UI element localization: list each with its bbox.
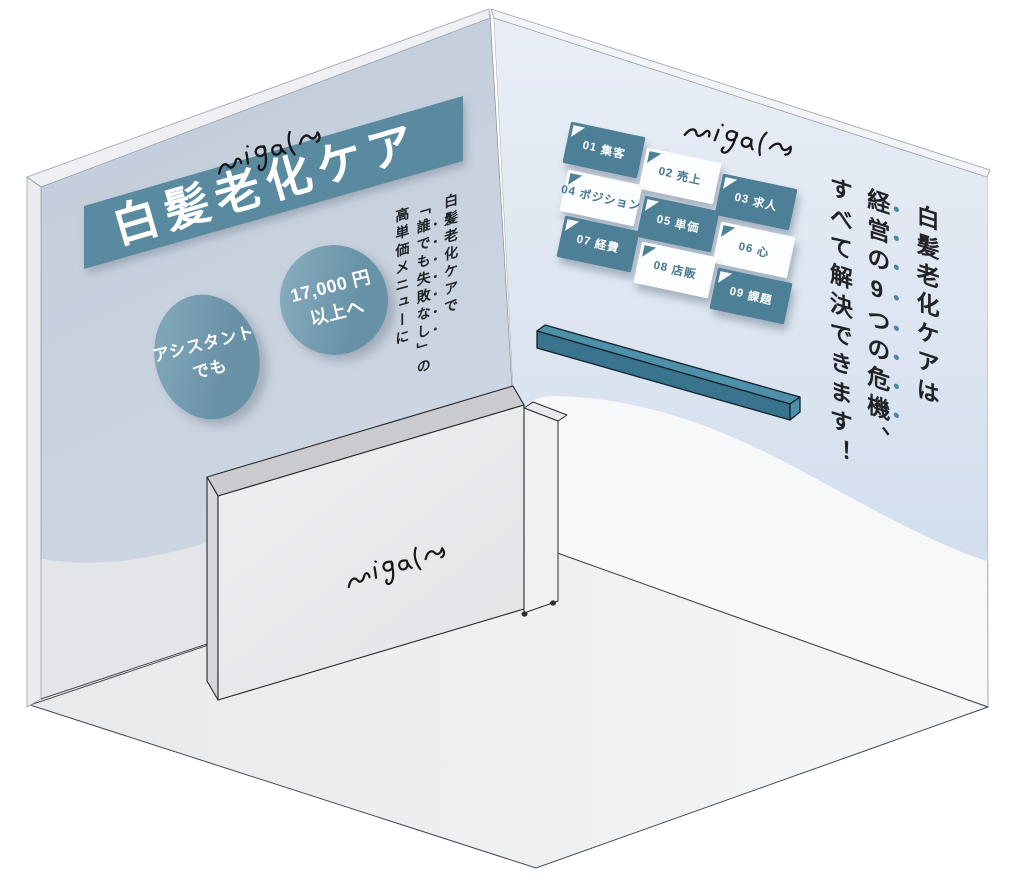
- caption-column: 白髪老化ケアは: [913, 200, 940, 413]
- left-wall-caption: 白髪老化ケアで 「誰でも失敗なし」の 高単価メニューに: [390, 190, 463, 386]
- corner-triangle-icon: [565, 219, 580, 234]
- caption-column: 白髪老化ケアで: [443, 191, 460, 319]
- corner-triangle-icon: [718, 271, 733, 286]
- left-wall-side-edge: [26, 176, 42, 708]
- corner-triangle-icon: [645, 199, 660, 214]
- corner-triangle-icon: [642, 245, 657, 260]
- corner-triangle-icon: [723, 177, 738, 192]
- reception-counter: [206, 385, 525, 701]
- wall-shelf: [536, 324, 801, 421]
- caster-wheel: [521, 611, 528, 617]
- corner-triangle-icon: [571, 125, 586, 140]
- caption-column: 高単価メニューに: [394, 204, 411, 350]
- floor-edge-right: [520, 539, 989, 708]
- right-wall-caption: 白髪老化ケアは 経営の9つの危機、 すべて解決できます！: [817, 169, 948, 502]
- corner-triangle-icon: [647, 151, 662, 166]
- counter-side: [206, 476, 219, 701]
- caption-column: すべて解決できます！: [826, 172, 853, 471]
- caster-wheel: [550, 600, 556, 606]
- corner-triangle-icon: [568, 173, 583, 188]
- caption-column: 「誰でも失敗なし」の: [415, 198, 432, 379]
- caption-column: 経営の9つの危機、: [863, 184, 890, 458]
- right-wall-top-edge: [490, 8, 991, 178]
- banner-board: [84, 96, 463, 269]
- counter-front: [217, 404, 525, 701]
- corner-triangle-icon: [721, 225, 736, 240]
